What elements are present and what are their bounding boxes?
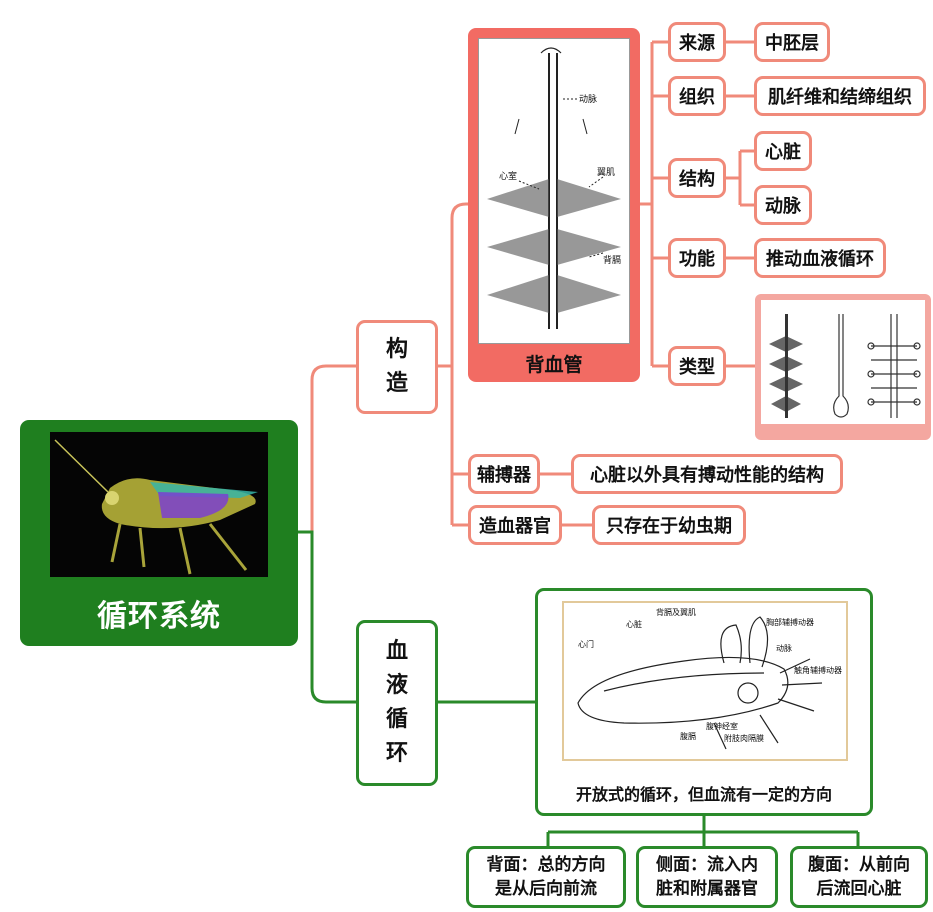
xueye-node[interactable]: 血 液 循 环	[356, 620, 438, 786]
structure-heart[interactable]: 心脏	[754, 131, 812, 171]
type-image-node[interactable]	[755, 294, 931, 440]
function-label[interactable]: 功能	[668, 238, 726, 278]
gouzao-char-2: 造	[385, 371, 408, 396]
circ-label-ostium: 心门	[578, 639, 594, 649]
root-node[interactable]: 循环系统	[20, 420, 298, 646]
line-to-tube	[450, 202, 470, 219]
circ-label-dorsal-wing: 背膈及翼肌	[656, 607, 696, 617]
line-root-xueye	[298, 530, 356, 704]
circ-label-leg-septum: 附肢肉隔膜	[724, 733, 764, 743]
direction-ventral[interactable]: 腹面：从前向后流回心脏	[790, 846, 928, 908]
source-value[interactable]: 中胚层	[754, 22, 830, 62]
line-tube-bus	[638, 42, 654, 366]
line-circ-dirs	[546, 816, 860, 848]
dorsal-vessel-figure: 动脉 心室 翼肌 背膈	[478, 38, 630, 344]
accessory-label[interactable]: 辅搏器	[468, 454, 540, 494]
direction-lateral[interactable]: 侧面：流入内脏和附属器官	[636, 846, 778, 908]
hematopoietic-label[interactable]: 造血器官	[468, 505, 562, 545]
xueye-char-1: 血	[385, 639, 408, 664]
xueye-char-2: 液	[385, 673, 408, 698]
fig-label-dorsal-diaphragm: 背膈	[603, 254, 621, 266]
circ-label-ventral-diaphragm: 腹膈	[680, 731, 696, 741]
xueye-char-3: 循	[385, 707, 408, 732]
circulation-caption: 开放式的循环，但血流有一定的方向	[575, 785, 832, 804]
line-root-gouzao	[298, 364, 356, 534]
gouzao-char-1: 构	[385, 337, 408, 362]
tissue-value[interactable]: 肌纤维和结缔组织	[754, 76, 926, 116]
heart-types-figure	[761, 300, 925, 424]
tissue-label[interactable]: 组织	[668, 76, 726, 116]
grasshopper-xray-image	[50, 431, 268, 577]
fig-label-wing-muscle: 翼肌	[597, 167, 615, 178]
circulation-figure: 背膈及翼肌 心脏 心门 胸部辅搏动器 动脉 触角辅搏动器 腹神经室 腹膈 附肢肉…	[562, 601, 848, 761]
gouzao-node[interactable]: 构 造	[356, 320, 438, 414]
structure-artery[interactable]: 动脉	[754, 185, 812, 225]
circ-label-heart: 心脏	[626, 619, 642, 629]
circ-label-thoracic: 胸部辅搏动器	[766, 617, 814, 627]
hematopoietic-value[interactable]: 只存在于幼虫期	[592, 505, 746, 545]
circulation-node[interactable]: 背膈及翼肌 心脏 心门 胸部辅搏动器 动脉 触角辅搏动器 腹神经室 腹膈 附肢肉…	[535, 588, 873, 816]
direction-dorsal[interactable]: 背面：总的方向是从后向前流	[466, 846, 626, 908]
xueye-char-4: 环	[385, 741, 408, 766]
circ-label-antenna: 触角辅搏动器	[794, 665, 842, 675]
root-title: 循环系统	[97, 598, 221, 634]
source-label[interactable]: 来源	[668, 22, 726, 62]
circ-label-ventral-sinus: 腹神经室	[706, 721, 738, 731]
dorsal-vessel-caption: 背血管	[525, 354, 583, 376]
structure-label[interactable]: 结构	[668, 158, 726, 198]
function-value[interactable]: 推动血液循环	[754, 238, 886, 278]
accessory-value[interactable]: 心脏以外具有搏动性能的结构	[571, 454, 843, 494]
fig-label-artery: 动脉	[579, 93, 597, 105]
circ-label-artery: 动脉	[776, 643, 792, 653]
line-gouzao-bus	[438, 218, 454, 525]
dorsal-vessel-node[interactable]: 动脉 心室 翼肌 背膈 背血管	[468, 28, 640, 382]
type-label[interactable]: 类型	[668, 346, 726, 386]
fig-label-ventricle: 心室	[499, 170, 517, 182]
